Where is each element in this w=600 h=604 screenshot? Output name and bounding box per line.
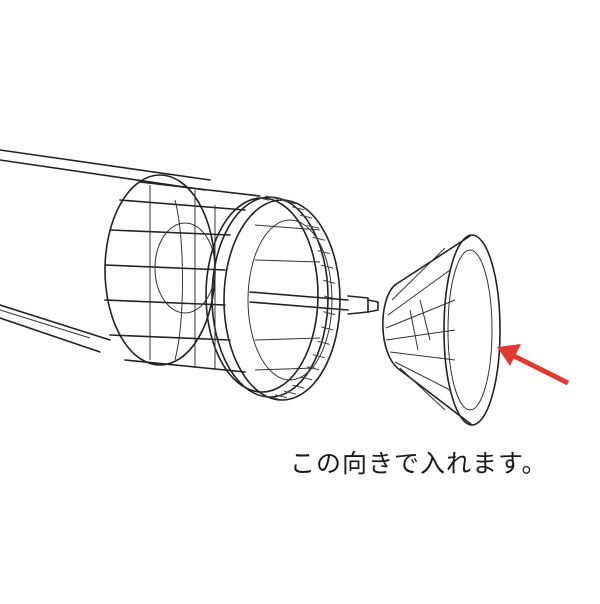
cone-part [382, 234, 501, 426]
ring-rib-line [292, 384, 305, 389]
ring-rib-line [292, 206, 305, 211]
ring-rib-line [283, 200, 297, 205]
ring-rib-line [256, 394, 270, 399]
filter-cage [104, 174, 341, 401]
ring-rib-line [312, 354, 326, 359]
ring-rib-line [274, 196, 288, 201]
red-arrow-icon [497, 344, 570, 386]
ring-rib-line [299, 376, 313, 381]
ring-rib-line [323, 279, 336, 284]
ring-rib-line [299, 214, 313, 219]
ring-rib-line [321, 264, 334, 269]
ring-rib-line [265, 395, 279, 400]
ring-rib-line [321, 326, 334, 331]
ring-rib-line [265, 195, 279, 200]
instruction-caption: この向きで入れます。 [290, 449, 548, 478]
center-shaft [249, 291, 379, 315]
ring-rib-line [283, 390, 297, 395]
ring-rib-line [306, 224, 320, 229]
ring-rib-line [256, 196, 270, 201]
ring-rib-line [317, 340, 330, 345]
ring-rib-line [323, 311, 336, 316]
ring-rib-line [317, 250, 330, 255]
ring-rib-line [312, 236, 326, 241]
ring-rib-line [274, 394, 288, 399]
